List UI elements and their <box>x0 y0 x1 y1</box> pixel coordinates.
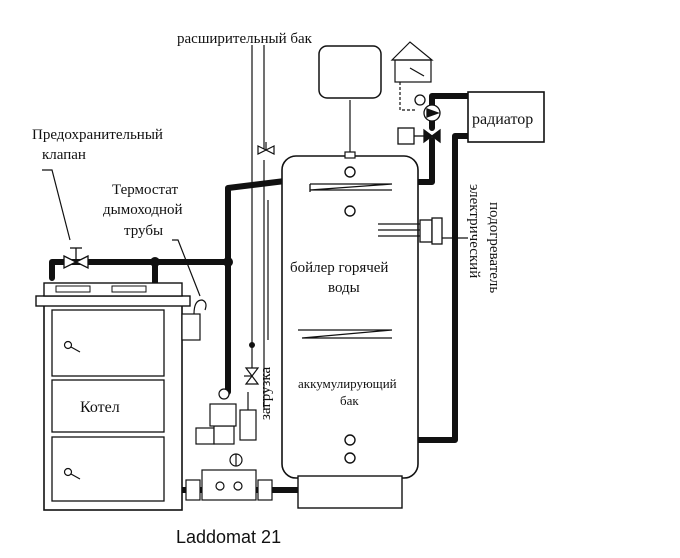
storage-tank: бойлер горячей воды аккумулирующий бак <box>281 151 443 509</box>
filling-label-text: загрузка <box>258 366 274 420</box>
storage-tank-label-1: аккумулирующий <box>298 376 397 391</box>
boiler-door-handle-bottom <box>63 467 81 480</box>
tank-port-upper <box>344 205 356 217</box>
electric-heater-label-2: подогреватель <box>486 202 502 293</box>
boiler: Котел <box>35 282 207 511</box>
upper-heat-coil <box>309 183 393 192</box>
storage-tank-label-2: бак <box>340 393 359 408</box>
safety-valve-label-2: клапан <box>42 147 86 163</box>
expansion-tank-label: расширительный бак <box>177 31 313 47</box>
filling-valve <box>244 367 260 385</box>
tank-port-lower <box>344 434 356 446</box>
electric-heater <box>378 217 443 245</box>
hot-water-boiler-label-2: воды <box>328 280 360 296</box>
filling-label: загрузка <box>258 366 274 420</box>
safety-valve <box>63 247 89 270</box>
pipe-junctions <box>150 257 255 348</box>
diagram-caption: Laddomat 21 <box>176 527 281 547</box>
boiler-door-handle-top <box>63 340 81 353</box>
radiator-label: радиатор <box>472 111 533 128</box>
safety-valve-pipe <box>49 259 158 281</box>
thermostat-label-3: трубы <box>124 223 163 239</box>
radiator: радиатор <box>467 91 545 143</box>
tank-port-bottom <box>344 452 356 464</box>
lower-heat-coil <box>298 329 393 339</box>
radiator-pump-group <box>397 94 441 145</box>
boiler-label: Котел <box>80 399 120 416</box>
tank-port-top <box>344 166 356 178</box>
thermostat-label-1: Термостат <box>112 182 179 198</box>
hot-water-boiler-label-1: бойлер горячей <box>290 260 388 276</box>
thermostat-label-2: дымоходной <box>103 202 183 218</box>
electric-heater-label: электрический подогреватель <box>466 184 502 293</box>
electric-heater-label-1: электрический <box>466 184 482 278</box>
expansion-tank: расширительный бак <box>177 31 382 99</box>
laddomat-unit <box>185 388 273 501</box>
expansion-valve <box>257 142 275 155</box>
house-sensor-icon <box>390 41 434 111</box>
safety-valve-label-1: Предохранительный <box>32 127 163 143</box>
